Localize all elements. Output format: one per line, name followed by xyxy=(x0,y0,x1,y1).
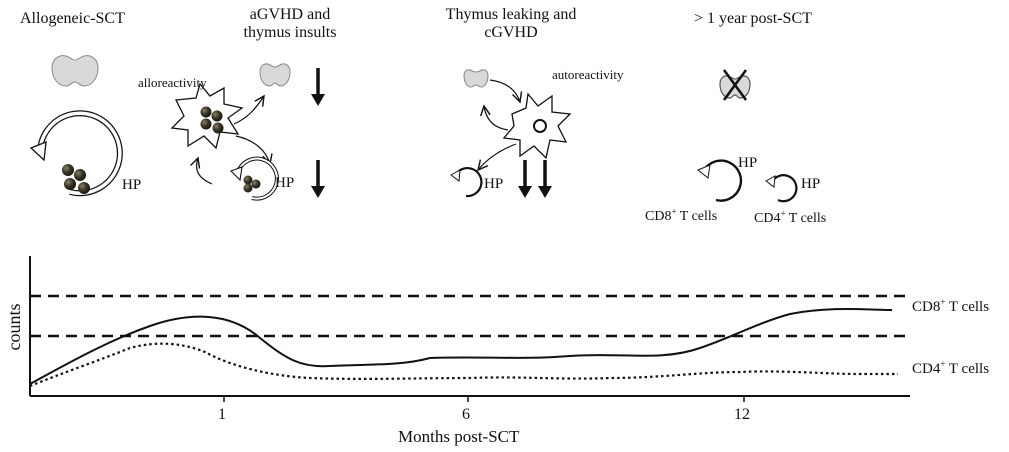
legend-cd8: CD8+ T cells xyxy=(912,298,989,316)
cells-text: T cells xyxy=(945,299,990,315)
hp-cycle-icon-stage3 xyxy=(450,167,483,198)
x-axis-label: Months post-SCT xyxy=(398,427,520,446)
stage2-title-line1: aGVHD and xyxy=(249,6,331,23)
cd4-text: CD4 xyxy=(754,211,781,226)
arrow-cell-to-hp xyxy=(478,143,517,170)
alloreactive-cell-icon xyxy=(170,82,244,150)
superscript-plus: + xyxy=(671,206,677,217)
autoreactivity-label: autoreactivity xyxy=(552,67,624,82)
stage2-title-line2: thymus insults xyxy=(243,24,337,41)
arrow-cell-to-thymus xyxy=(484,106,509,131)
stage1-title: Allogeneic-SCT xyxy=(20,10,125,27)
down-arrow-icon xyxy=(518,160,532,198)
superscript-plus: + xyxy=(940,359,946,369)
cd8-text: CD8 xyxy=(912,299,941,315)
stage4-hp-cd4-label: HP xyxy=(801,176,821,192)
stage2-hp-label: HP xyxy=(275,175,295,191)
stage4-hp-cd8-label: HP xyxy=(738,155,758,171)
arrow-thymus-to-cell xyxy=(489,79,520,102)
hp-cycle-icon-stage2 xyxy=(230,156,279,201)
stage3-title-line2: cGVHD xyxy=(484,24,538,41)
stage4-cd4-label: CD4+ T cells xyxy=(754,208,827,228)
stage3-hp-label: HP xyxy=(484,176,504,192)
legend-cd4: CD4+ T cells xyxy=(912,360,989,378)
hp-cycle-icon-cd4 xyxy=(765,174,798,203)
autoreactive-cell-icon xyxy=(502,92,572,160)
stage3-title: Thymus leaking and cGVHD xyxy=(436,6,586,42)
thymus-icon xyxy=(51,55,99,87)
stage4-title: > 1 year post-SCT xyxy=(694,10,812,27)
hp-cycle-icon-cd8 xyxy=(697,159,743,202)
stage3-title-line1: Thymus leaking and xyxy=(445,6,577,23)
chart xyxy=(29,256,910,402)
cd4-text: CD4 xyxy=(912,361,941,377)
thymus-small-icon xyxy=(259,63,291,87)
x-tick-label: 6 xyxy=(462,406,470,423)
hp-cycle-icon xyxy=(29,110,123,197)
cells-text: T cells xyxy=(676,209,718,224)
alloreactivity-label: alloreactivity xyxy=(138,75,207,90)
y-axis-label: counts xyxy=(4,303,24,351)
series-line-cd8 xyxy=(29,308,893,385)
thymus-tiny-icon xyxy=(463,69,489,88)
down-arrow-icon xyxy=(538,160,552,198)
superscript-plus: + xyxy=(780,208,786,219)
arrow-to-apc xyxy=(197,158,213,185)
stage1-hp-label: HP xyxy=(122,177,142,193)
series-line-cd4 xyxy=(29,342,899,388)
x-tick-label: 1 xyxy=(218,406,226,423)
cells-text: T cells xyxy=(785,211,827,226)
thymus-crossed-icon xyxy=(719,69,751,101)
stage4-cd8-label: CD8+ T cells xyxy=(645,206,718,226)
down-arrow-icon xyxy=(311,68,325,106)
down-arrow-icon xyxy=(311,160,325,198)
superscript-plus: + xyxy=(940,297,946,307)
cd8-text: CD8 xyxy=(645,209,672,224)
x-tick-label: 12 xyxy=(734,406,750,423)
arrow-to-thymus xyxy=(233,96,264,125)
cells-text: T cells xyxy=(945,361,990,377)
t-cell-cluster-icon xyxy=(62,164,90,194)
stage2-title: aGVHD and thymus insults xyxy=(232,6,348,42)
